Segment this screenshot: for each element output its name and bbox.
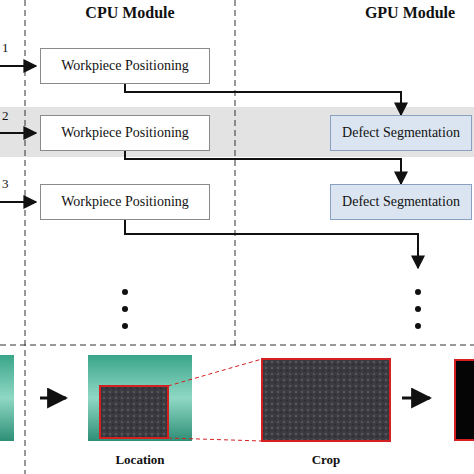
process-box: Workpiece Positioning xyxy=(40,184,210,220)
location-image xyxy=(88,355,192,441)
process-arrow xyxy=(40,397,66,400)
divider-line xyxy=(0,345,474,346)
column-header: GPU Module xyxy=(365,4,455,22)
step-number: 3 xyxy=(2,176,9,192)
input-arrow xyxy=(0,201,36,203)
box-label: Workpiece Positioning xyxy=(61,125,189,141)
divider-line xyxy=(25,0,26,474)
continuation-dots xyxy=(122,289,421,329)
box-label: Defect Segmentation xyxy=(342,125,460,141)
mask-image xyxy=(455,360,474,440)
divider-line xyxy=(235,0,236,345)
column-header: CPU Module xyxy=(85,4,174,22)
input-image xyxy=(0,355,14,441)
zoom-line xyxy=(168,359,262,386)
crop-image xyxy=(262,359,390,441)
stage-caption: Crop xyxy=(312,452,341,468)
zoom-line xyxy=(168,438,262,441)
process-box: Workpiece Positioning xyxy=(40,48,210,84)
process-box: Defect Segmentation xyxy=(330,184,472,220)
process-box: Defect Segmentation xyxy=(330,115,472,151)
flow-arrow xyxy=(125,84,401,115)
stage-caption: Location xyxy=(115,452,164,468)
box-label: Defect Segmentation xyxy=(342,194,460,210)
workpiece-region xyxy=(100,386,168,438)
process-arrow xyxy=(402,397,430,400)
box-label: Workpiece Positioning xyxy=(61,194,189,210)
box-label: Workpiece Positioning xyxy=(61,58,189,74)
process-box: Workpiece Positioning xyxy=(40,115,210,151)
flow-arrow xyxy=(125,151,401,184)
step-number: 1 xyxy=(2,40,9,56)
flow-arrow xyxy=(125,220,418,268)
highlight-band xyxy=(0,107,474,157)
step-number: 2 xyxy=(2,108,9,124)
input-arrow xyxy=(0,65,36,67)
input-arrow xyxy=(0,132,36,134)
